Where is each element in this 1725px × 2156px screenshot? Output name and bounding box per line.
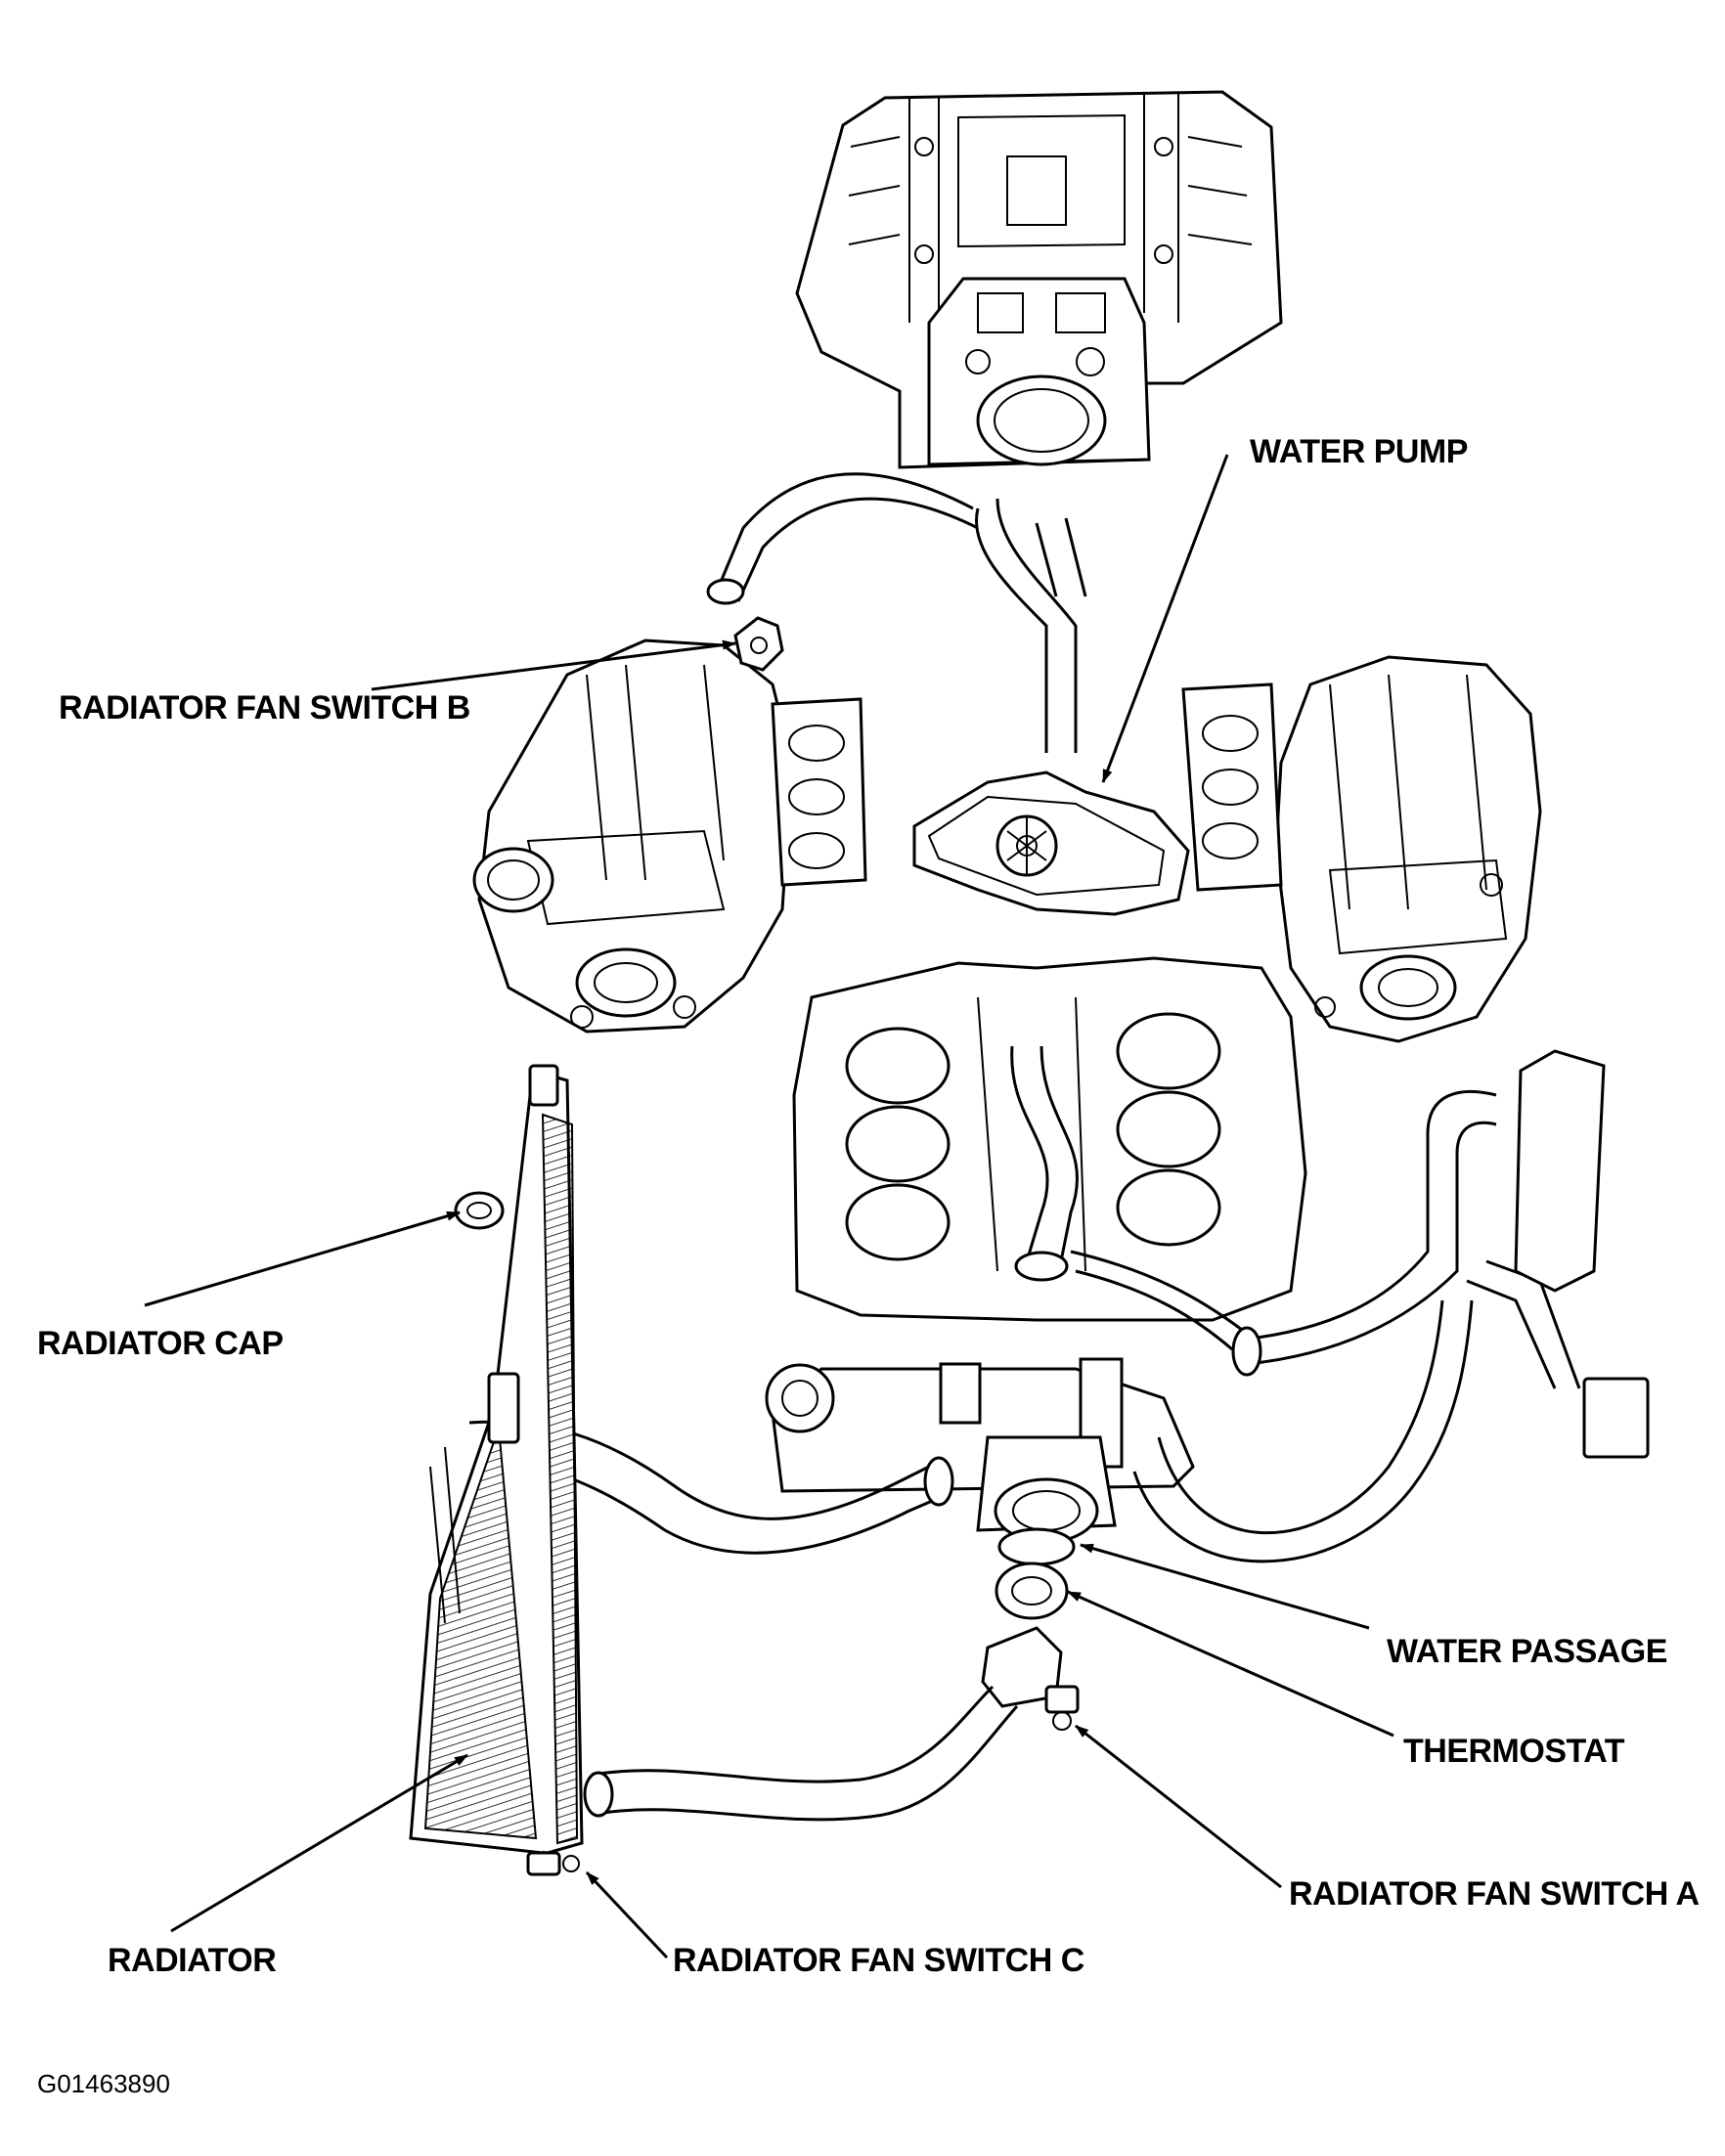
arrow-radiator-cap bbox=[144, 1210, 461, 1307]
label-radiator-fan-switch-a: RADIATOR FAN SWITCH A bbox=[1289, 1875, 1700, 1913]
water-pump bbox=[912, 770, 1190, 916]
thermostat-part bbox=[995, 1562, 1069, 1620]
label-water-passage: WATER PASSAGE bbox=[1387, 1633, 1667, 1670]
radiator-part bbox=[409, 1064, 584, 1876]
front-cylinder-head bbox=[472, 638, 867, 1034]
arrow-thermostat bbox=[1067, 1590, 1394, 1738]
engine-block bbox=[792, 956, 1307, 1351]
arrow-radiator-fan-switch-b bbox=[371, 639, 736, 691]
arrow-radiator bbox=[170, 1753, 468, 1933]
rear-cylinder-head bbox=[1181, 655, 1542, 1043]
label-radiator-fan-switch-c: RADIATOR FAN SWITCH C bbox=[673, 1942, 1084, 1979]
label-thermostat: THERMOSTAT bbox=[1403, 1733, 1625, 1770]
water-passage-part bbox=[997, 1527, 1076, 1566]
arrow-water-pump bbox=[1101, 454, 1229, 783]
callout-labels: WATER PUMP RADIATOR FAN SWITCH B RADIATO… bbox=[37, 433, 1700, 2098]
heater-unit bbox=[1514, 1049, 1650, 1459]
throttle-body-hoses bbox=[706, 472, 1087, 753]
radiator-fan-switch-b bbox=[733, 616, 784, 672]
leader-arrows bbox=[144, 454, 1394, 1959]
label-radiator: RADIATOR bbox=[108, 1942, 276, 1979]
label-radiator-cap: RADIATOR CAP bbox=[37, 1325, 284, 1362]
arrow-radiator-fan-switch-a bbox=[1075, 1724, 1282, 1889]
arrow-radiator-fan-switch-c bbox=[585, 1870, 669, 1959]
coolant-housing bbox=[765, 1357, 1195, 1544]
arrow-water-passage bbox=[1080, 1543, 1370, 1630]
label-radiator-fan-switch-b: RADIATOR FAN SWITCH B bbox=[59, 689, 470, 726]
intake-manifold bbox=[795, 90, 1283, 469]
label-water-pump: WATER PUMP bbox=[1250, 433, 1468, 470]
figure-code: G01463890 bbox=[37, 2069, 170, 2098]
radiator-fan-switch-a-part bbox=[981, 1626, 1080, 1731]
